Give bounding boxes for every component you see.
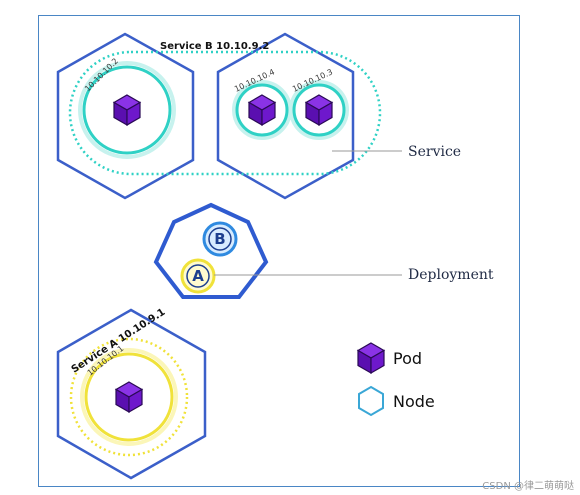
deployment-a: A — [180, 258, 216, 294]
node-hexagon-service-a — [56, 308, 207, 480]
pod-b-left — [78, 61, 176, 159]
cube-icon — [305, 94, 333, 126]
deployment-node — [153, 202, 269, 299]
pod-b-right — [289, 80, 349, 140]
legend-pod: Pod — [393, 349, 422, 368]
deployment-b-letter: B — [214, 230, 225, 248]
cube-icon — [113, 94, 141, 126]
hexagon-icon — [358, 385, 384, 417]
deployment-callout: Deployment — [408, 267, 494, 283]
deployment-b: B — [202, 221, 238, 257]
node-hexagon-left — [56, 32, 195, 200]
legend-node: Node — [393, 392, 435, 411]
pod-ip-b-left: 10.10.10.2 — [83, 56, 120, 93]
service-callout: Service — [408, 144, 461, 160]
deployment-a-letter: A — [192, 267, 204, 285]
cube-icon — [357, 342, 385, 374]
service-b-label: Service B 10.10.9.2 — [160, 41, 269, 52]
legend: Pod Node — [357, 342, 435, 417]
pod-a — [80, 348, 178, 446]
watermark: CSDN @律二萌萌哒 — [482, 479, 574, 492]
cube-icon — [115, 381, 143, 413]
pod-ip-b-mid: 10.10.10.4 — [233, 67, 276, 93]
node-hexagon-right — [216, 32, 355, 200]
service-a-boundary — [69, 337, 189, 457]
cube-icon — [248, 94, 276, 126]
pod-ip-b-right: 10.10.10.3 — [291, 67, 334, 93]
